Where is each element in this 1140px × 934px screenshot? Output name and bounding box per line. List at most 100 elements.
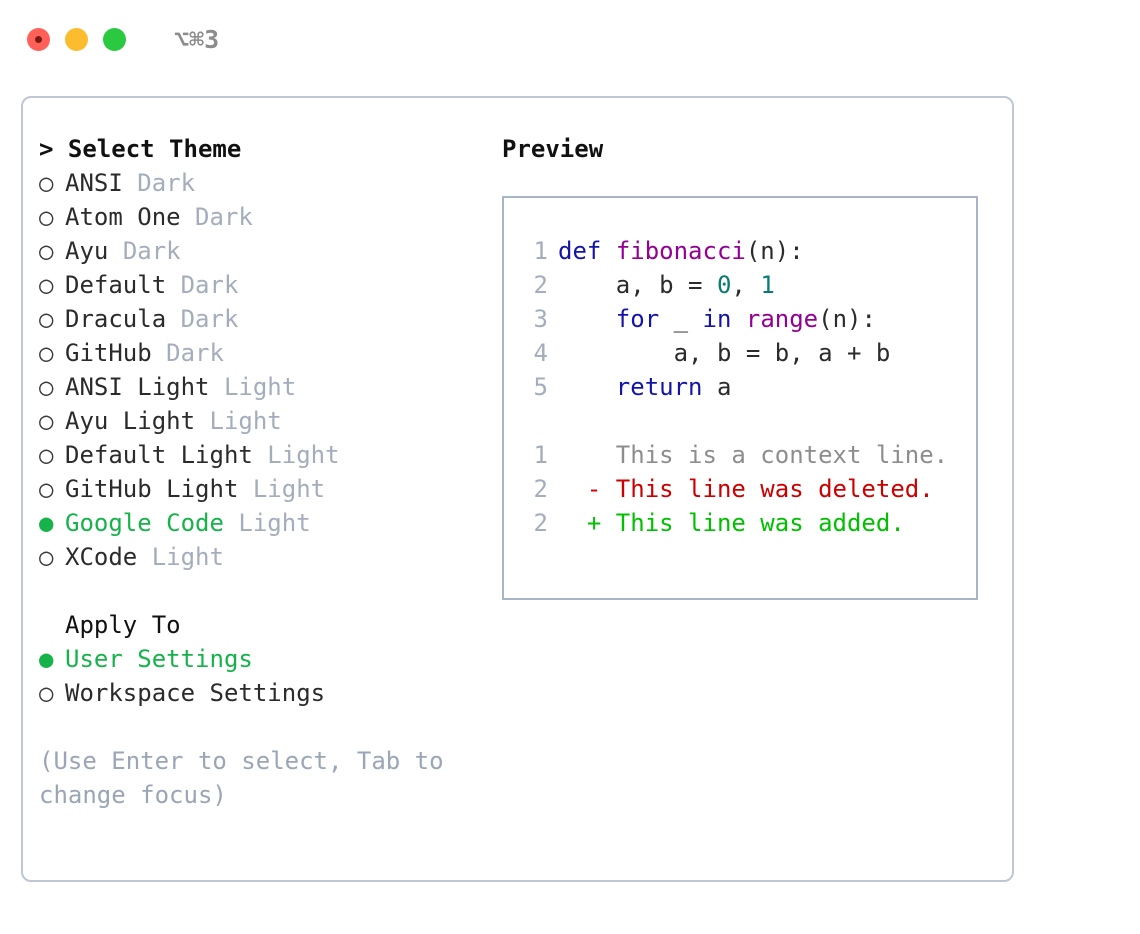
code-diff-spacer: [504, 404, 976, 438]
theme-option-ansi-light[interactable]: ○ANSI Light Light: [39, 370, 489, 404]
theme-option-label: XCode: [65, 543, 138, 571]
content-panel: > Select Theme ○ANSI Dark○Atom One Dark○…: [21, 96, 1014, 882]
diff-line-text: - This line was deleted.: [558, 475, 934, 503]
traffic-light-group: [27, 27, 126, 51]
theme-option-label: Ayu: [65, 237, 109, 265]
radio-unselected-icon: ○: [39, 237, 54, 265]
apply-to-option-label: User Settings: [65, 645, 253, 673]
radio-unselected-icon: ○: [39, 271, 54, 299]
code-line: 2 a, b = 0, 1: [504, 268, 976, 302]
code-token-fn: range: [745, 305, 819, 333]
apply-to-option-user-settings[interactable]: ● User Settings: [39, 642, 489, 676]
theme-option-label: GitHub: [65, 339, 152, 367]
theme-option-kind-badge: Light: [238, 509, 311, 537]
code-token-kw: in: [702, 305, 732, 333]
apply-to-option-workspace-settings[interactable]: ○Workspace Settings: [39, 676, 489, 710]
theme-option-dracula[interactable]: ○Dracula Dark: [39, 302, 489, 336]
theme-option-kind-badge: Dark: [137, 169, 196, 197]
diff-sample: 1 This is a context line. 2 - This line w…: [504, 438, 976, 540]
zoom-button[interactable]: [103, 27, 126, 51]
code-token-num: 0: [716, 271, 732, 299]
code-token-txt: [601, 237, 615, 265]
theme-option-kind-badge: Dark: [180, 305, 239, 333]
line-number: 2: [533, 509, 548, 537]
line-number: 2: [533, 271, 548, 299]
theme-option-ayu[interactable]: ○ Ayu Dark: [39, 234, 489, 268]
code-token-fn: fibonacci: [615, 237, 746, 265]
radio-unselected-icon: ○: [39, 339, 54, 367]
radio-unselected-icon: ○: [39, 169, 54, 197]
theme-option-kind-badge: Dark: [180, 271, 239, 299]
theme-option-label: ANSI: [65, 169, 123, 197]
theme-option-kind-badge: Light: [267, 441, 340, 469]
theme-option-default[interactable]: ○ Default Dark: [39, 268, 489, 302]
radio-unselected-icon: ○: [39, 373, 54, 401]
radio-unselected-icon: ○: [39, 203, 54, 231]
radio-unselected-icon: ○: [39, 441, 54, 469]
theme-option-kind-badge: Light: [252, 475, 326, 503]
theme-option-label: Google Code: [65, 509, 224, 537]
line-number: 4: [533, 339, 548, 367]
theme-option-atom-one[interactable]: ○ Atom One Dark: [39, 200, 489, 234]
code-token-kw: def: [558, 237, 602, 265]
keyboard-hint-text: (Use Enter to select, Tab to change focu…: [39, 747, 444, 809]
code-token-punct: (n):: [745, 237, 804, 265]
theme-option-ansi[interactable]: ○ ANSI Dark: [39, 166, 489, 200]
code-token-txt: a, b =: [558, 271, 717, 299]
code-line: 4 a, b = b, a + b: [504, 336, 976, 370]
code-token-txt: ,: [731, 271, 761, 299]
line-number: 5: [533, 373, 548, 401]
theme-option-label: Atom One: [65, 203, 181, 231]
code-token-num: 1: [760, 271, 775, 299]
code-line: 3 for _ in range(n):: [504, 302, 976, 336]
code-token-txt: _: [659, 305, 703, 333]
theme-option-kind-badge: Light: [223, 373, 297, 401]
code-token-txt: [558, 305, 616, 333]
minimize-button[interactable]: [65, 27, 88, 51]
theme-option-github-light[interactable]: ○ GitHub Light Light: [39, 472, 489, 506]
theme-option-label: Default: [65, 271, 167, 299]
apply-to-header: Apply To: [65, 611, 181, 639]
theme-option-label: Ayu Light: [65, 407, 196, 435]
title-bar: ⌥⌘3: [0, 0, 1140, 78]
diff-line-ctx: 1 This is a context line.: [504, 438, 976, 472]
radio-unselected-icon: ○: [39, 475, 54, 503]
radio-unselected-icon: ○: [39, 407, 54, 435]
diff-line-add: 2 + This line was added.: [504, 506, 976, 540]
code-line: 5 return a: [504, 370, 976, 404]
code-token-txt: a, b = b, a + b: [558, 339, 891, 367]
diff-line-text: + This line was added.: [558, 509, 905, 537]
code-token-kw: for: [615, 305, 660, 333]
diff-line-text: This is a context line.: [558, 441, 949, 469]
theme-option-kind-badge: Dark: [195, 203, 253, 231]
code-line: 1 def fibonacci(n):: [504, 234, 976, 268]
keyboard-shortcut-label: ⌥⌘3: [174, 24, 220, 54]
code-token-txt: [731, 305, 745, 333]
apply-to-list: ● User Settings ○Workspace Settings: [39, 642, 489, 710]
line-number: 3: [533, 305, 548, 333]
theme-option-kind-badge: Light: [209, 407, 282, 435]
theme-option-ayu-light[interactable]: ○ Ayu Light Light: [39, 404, 489, 438]
code-token-kw: return: [615, 373, 703, 401]
theme-option-google-code[interactable]: ●Google Code Light: [39, 506, 489, 540]
line-number: 1: [533, 237, 548, 265]
close-button[interactable]: [27, 27, 50, 51]
code-token-punct: (n):: [818, 305, 876, 333]
line-number: 1: [533, 441, 548, 469]
theme-option-default-light[interactable]: ○ Default Light Light: [39, 438, 489, 472]
radio-selected-icon: ●: [39, 645, 54, 673]
preview-title: Preview: [502, 135, 604, 163]
theme-option-xcode[interactable]: ○XCode Light: [39, 540, 489, 574]
select-theme-header: > Select Theme: [39, 135, 242, 163]
theme-picker-column: > Select Theme ○ANSI Dark○Atom One Dark○…: [39, 132, 489, 812]
theme-option-kind-badge: Light: [151, 543, 224, 571]
theme-option-github[interactable]: ○GitHub Dark: [39, 336, 489, 370]
theme-option-label: GitHub Light: [65, 475, 239, 503]
code-token-txt: [558, 373, 616, 401]
theme-option-label: Default Light: [65, 441, 253, 469]
theme-option-kind-badge: Dark: [122, 237, 181, 265]
